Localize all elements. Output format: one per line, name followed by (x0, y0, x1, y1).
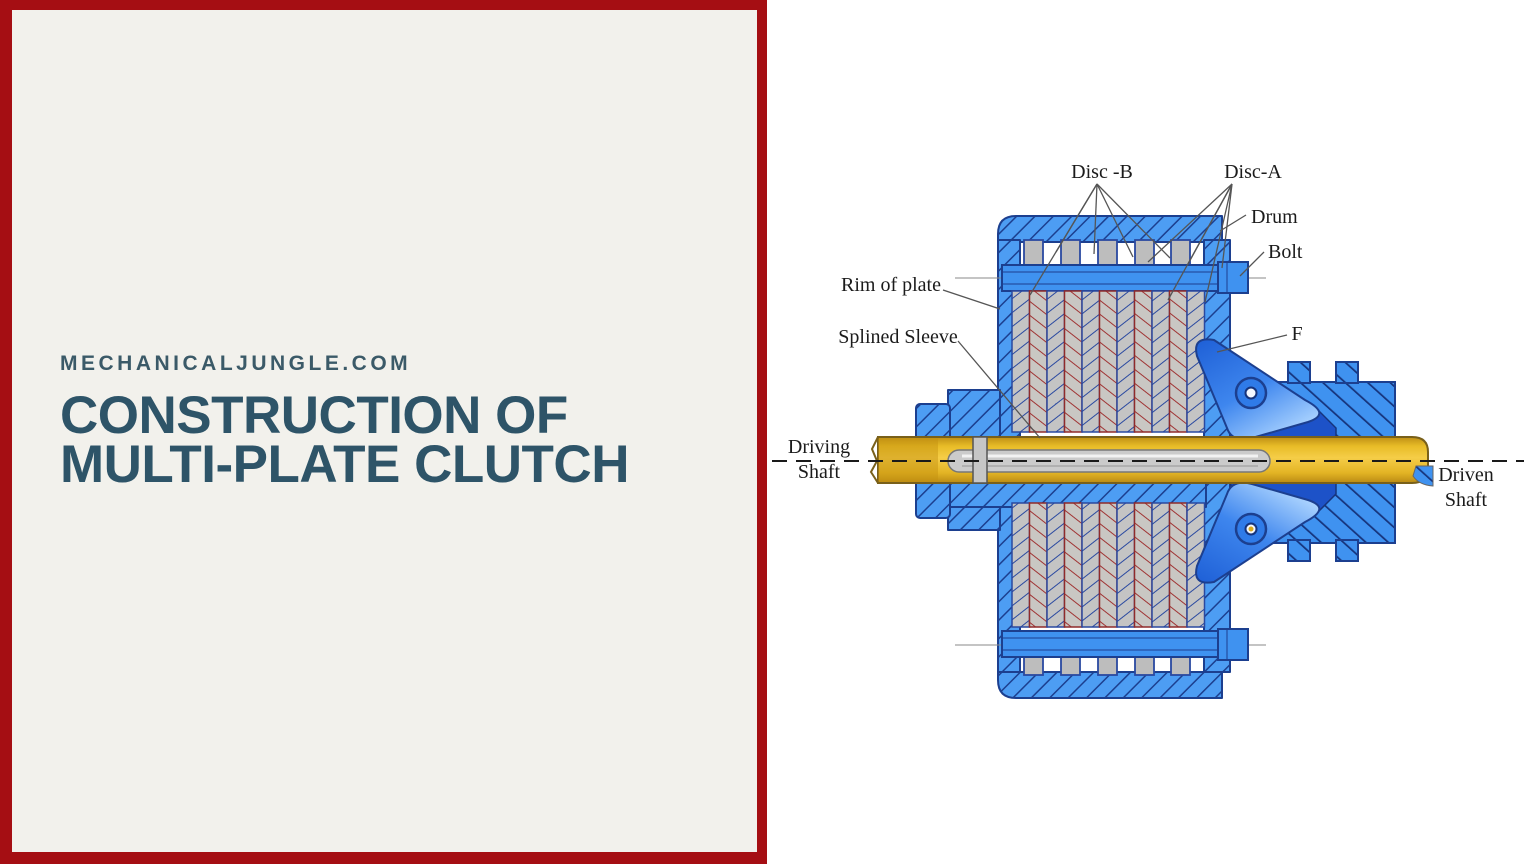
bolt-head-bottom (1217, 628, 1249, 661)
label-driven-shaft-1: Driven (1438, 464, 1494, 486)
page-title: CONSTRUCTION OF MULTI-PLATE CLUTCH (60, 386, 629, 494)
friction-pack-bottom (1011, 502, 1206, 628)
rim-and-bolt-bottom (955, 628, 1266, 661)
clutch-diagram: Disc -B Disc-A Drum Bolt Rim of plate Sp… (772, 161, 1524, 699)
label-disc-a: Disc-A (1224, 161, 1282, 183)
shaft-assembly (772, 436, 1524, 487)
page-title-line1: CONSTRUCTION OF (60, 386, 568, 445)
label-driven-shaft-2: Shaft (1445, 489, 1488, 511)
rim-and-bolt-top (955, 261, 1266, 294)
label-rim-of-plate: Rim of plate (841, 274, 941, 296)
label-disc-b: Disc -B (1071, 161, 1133, 183)
brand-text: MECHANICALJUNGLE.COM (60, 352, 412, 375)
red-frame: MECHANICALJUNGLE.COM CONSTRUCTION OF MUL… (0, 0, 767, 864)
leader-lines (942, 183, 1288, 439)
label-lever-f: F (1291, 323, 1302, 345)
clutch-diagram-area: Disc -B Disc-A Drum Bolt Rim of plate Sp… (768, 0, 1536, 864)
driven-shaft-end (1412, 465, 1434, 487)
friction-pack-top (1011, 290, 1206, 433)
bolt-head-top (1217, 261, 1249, 294)
label-drum: Drum (1251, 206, 1298, 228)
cream-panel: MECHANICALJUNGLE.COM CONSTRUCTION OF MUL… (12, 10, 757, 852)
lever-top (1195, 338, 1321, 441)
label-bolt: Bolt (1268, 241, 1303, 263)
label-splined-sleeve: Splined Sleeve (838, 326, 958, 348)
diagram-labels: Disc -B Disc-A Drum Bolt Rim of plate Sp… (788, 161, 1494, 511)
label-driving-shaft-2: Shaft (798, 461, 841, 483)
page-title-line2: MULTI-PLATE CLUTCH (60, 435, 629, 494)
title-block: MECHANICALJUNGLE.COM CONSTRUCTION OF MUL… (60, 352, 629, 494)
label-driving-shaft-1: Driving (788, 436, 850, 458)
